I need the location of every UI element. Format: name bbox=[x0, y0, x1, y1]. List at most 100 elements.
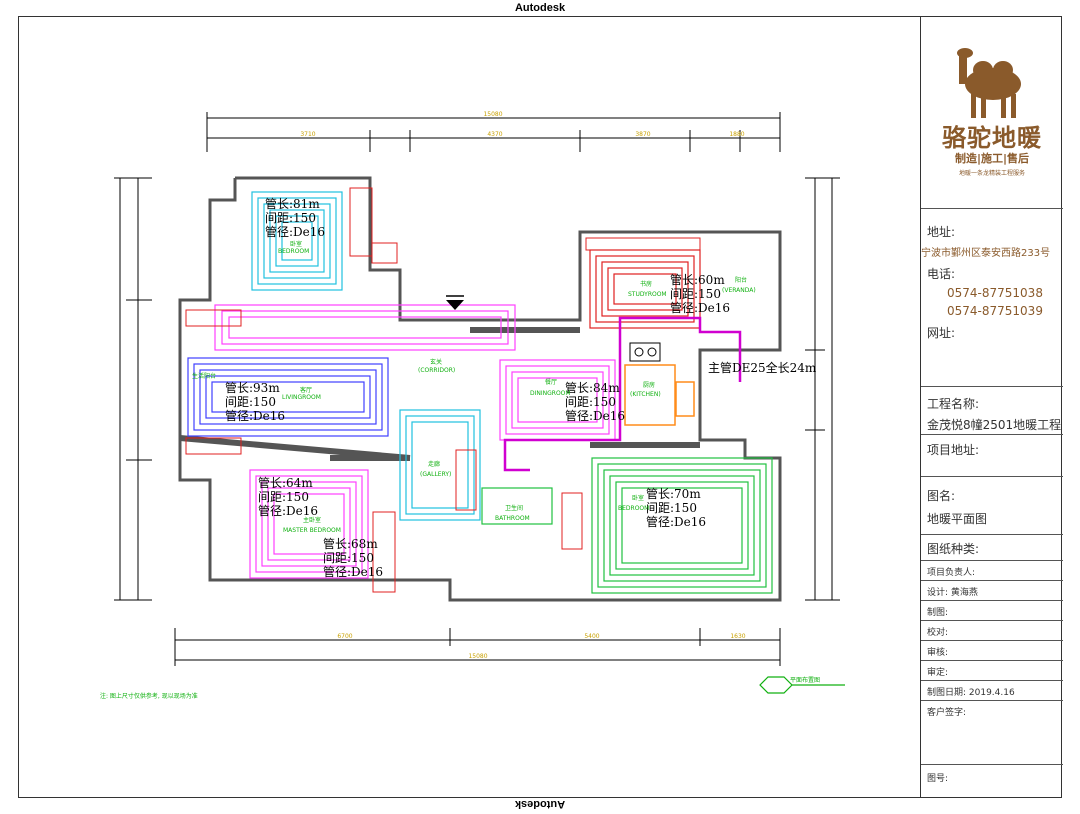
top-dimensions bbox=[206, 112, 781, 152]
master-length: 管长:64m bbox=[258, 475, 313, 490]
study-spacing: 间距:150 bbox=[670, 287, 721, 301]
designer-row: 设计: 黄海燕 bbox=[921, 580, 1063, 600]
living-length: 管长:93m bbox=[225, 380, 280, 395]
living-spacing: 间距:150 bbox=[225, 395, 276, 409]
dim-top-3: 3870 bbox=[635, 131, 650, 138]
drafter-row: 制图: bbox=[921, 600, 1063, 620]
main-pipe-line bbox=[503, 316, 742, 472]
project-name-value: 金茂悦8幢2501地暖工程 bbox=[927, 418, 1062, 432]
drawing-name-label: 图名: bbox=[927, 489, 956, 503]
checker-row: 校对: bbox=[921, 620, 1063, 640]
drawing-name-section: 图名: 地暖平面图 bbox=[921, 476, 1063, 534]
reviewer-row: 审核: bbox=[921, 640, 1063, 660]
drawing-sheet bbox=[18, 16, 1062, 798]
master-name: 主卧室 bbox=[303, 516, 321, 524]
gallery-diameter: 管径:De16 bbox=[323, 564, 383, 579]
address-value: 宁波市鄞州区泰安西路233号 bbox=[921, 248, 1051, 259]
loop-bathroom bbox=[481, 487, 553, 525]
dim-bottom-2: 5400 bbox=[584, 633, 599, 640]
veranda-name: 阳台 bbox=[735, 276, 747, 284]
drawing-name-value: 地暖平面图 bbox=[927, 512, 988, 526]
main-pipe-label: 主管DE25全长24m bbox=[708, 360, 817, 375]
brand-name: 骆驼地暖 bbox=[942, 123, 1042, 152]
lounge-name: 生活阳台 bbox=[192, 372, 216, 380]
entrance-arrow-icon bbox=[446, 295, 464, 310]
dining-name: 餐厅 bbox=[545, 378, 557, 386]
kitchen-en: (KITCHEN) bbox=[630, 391, 661, 398]
side-dimensions bbox=[114, 177, 840, 601]
bedroom-2-en: BEDROOM bbox=[618, 505, 649, 512]
dim-overall-bottom: 15080 bbox=[468, 653, 487, 660]
loop-dining-room bbox=[499, 359, 616, 441]
phone-1: 0574-87751038 bbox=[947, 286, 1043, 300]
loop-bedroom-1 bbox=[251, 191, 343, 291]
master-en: MASTER BEDROOM bbox=[283, 527, 341, 534]
gallery-spacing: 间距:150 bbox=[323, 551, 374, 565]
bathroom-en: BATHROOM bbox=[495, 515, 530, 522]
wardrobes bbox=[185, 187, 701, 593]
address-label: 地址: bbox=[927, 225, 956, 239]
approver-row: 审定: bbox=[921, 660, 1063, 680]
brand-tagline: 制造|施工|售后 bbox=[954, 152, 1030, 165]
floor-plan-drawing: 15080 3710 4370 3870 1880 6700 5400 1630… bbox=[100, 111, 845, 700]
corridor-en: (CORRIDOR) bbox=[418, 367, 455, 374]
client-signature-row: 客户签字: bbox=[921, 700, 1063, 764]
phone-2: 0574-87751039 bbox=[947, 304, 1043, 318]
legend-label: 平面布置图 bbox=[790, 676, 820, 684]
living-name: 客厅 bbox=[300, 386, 312, 394]
veranda-en: (VERANDA) bbox=[722, 287, 756, 294]
drawing-number-row: 图号: bbox=[921, 764, 1063, 798]
corridor-name: 玄关 bbox=[430, 358, 442, 366]
dim-bottom-1: 6700 bbox=[337, 633, 352, 640]
project-manager-row: 项目负责人: bbox=[921, 560, 1063, 580]
dim-top-4: 1880 bbox=[729, 131, 744, 138]
title-block: 骆驼地暖 制造|施工|售后 地暖一条龙精装工程服务 地址: 宁波市鄞州区泰安西路… bbox=[920, 16, 1063, 798]
dining-diameter: 管径:De16 bbox=[565, 408, 625, 423]
project-name-section: 工程名称: 金茂悦8幢2501地暖工程 bbox=[921, 386, 1063, 434]
master-diameter: 管径:De16 bbox=[258, 503, 318, 518]
bottom-dimensions bbox=[174, 628, 781, 666]
bedroom-1-en: BEDROOM bbox=[278, 248, 309, 255]
date-row: 制图日期: 2019.4.16 bbox=[921, 680, 1063, 700]
loop-corridor bbox=[214, 304, 516, 351]
study-name: 书房 bbox=[640, 280, 652, 288]
phone-label: 电话: bbox=[927, 267, 956, 281]
project-address-label: 项目地址: bbox=[927, 443, 980, 457]
master-spacing: 间距:150 bbox=[258, 490, 309, 504]
dining-length: 管长:84m bbox=[565, 380, 620, 395]
bedroom-2-diameter: 管径:De16 bbox=[646, 514, 706, 529]
bedroom-1-length: 管长:81m bbox=[265, 196, 320, 211]
dim-top-2: 4370 bbox=[487, 131, 502, 138]
gallery-name: 走廊 bbox=[428, 460, 440, 468]
brand-slogan: 地暖一条龙精装工程服务 bbox=[958, 170, 1025, 177]
gallery-en: (GALLERY) bbox=[420, 471, 451, 478]
dim-top-1: 3710 bbox=[300, 131, 315, 138]
dim-overall-top: 15080 bbox=[483, 111, 502, 118]
dining-spacing: 间距:150 bbox=[565, 395, 616, 409]
loop-bedroom-2 bbox=[591, 457, 773, 594]
study-en: STUDYROOM bbox=[628, 291, 667, 298]
bedroom-1-spacing: 间距:150 bbox=[265, 211, 316, 225]
study-diameter: 管径:De16 bbox=[670, 300, 730, 315]
dining-en: DININGROOM bbox=[530, 390, 571, 397]
gallery-length: 管长:68m bbox=[323, 536, 378, 551]
bathroom-name: 卫生间 bbox=[505, 504, 523, 512]
loop-gallery bbox=[399, 409, 481, 521]
dim-bottom-3: 1630 bbox=[730, 633, 745, 640]
kitchen-counter bbox=[624, 364, 695, 426]
drawing-type-section: 图纸种类: bbox=[921, 534, 1063, 560]
project-name-label: 工程名称: bbox=[927, 397, 980, 411]
header-autodesk-top: Autodesk bbox=[514, 2, 566, 14]
drawing-type-label: 图纸种类: bbox=[927, 542, 980, 556]
bedroom-2-name: 卧室 bbox=[632, 494, 644, 502]
bedroom-1-name: 卧室 bbox=[290, 240, 302, 248]
contact-section: 地址: 宁波市鄞州区泰安西路233号 电话: 0574-87751038 057… bbox=[921, 208, 1063, 360]
loop-master-bedroom bbox=[249, 469, 369, 579]
bedroom-2-spacing: 间距:150 bbox=[646, 501, 697, 515]
website-label: 网址: bbox=[927, 326, 956, 340]
legend-symbol bbox=[759, 676, 845, 694]
loop-living-room bbox=[187, 357, 389, 437]
living-diameter: 管径:De16 bbox=[225, 408, 285, 423]
bedroom-1-diameter: 管径:De16 bbox=[265, 224, 325, 239]
study-length: 管长:60m bbox=[670, 272, 725, 287]
